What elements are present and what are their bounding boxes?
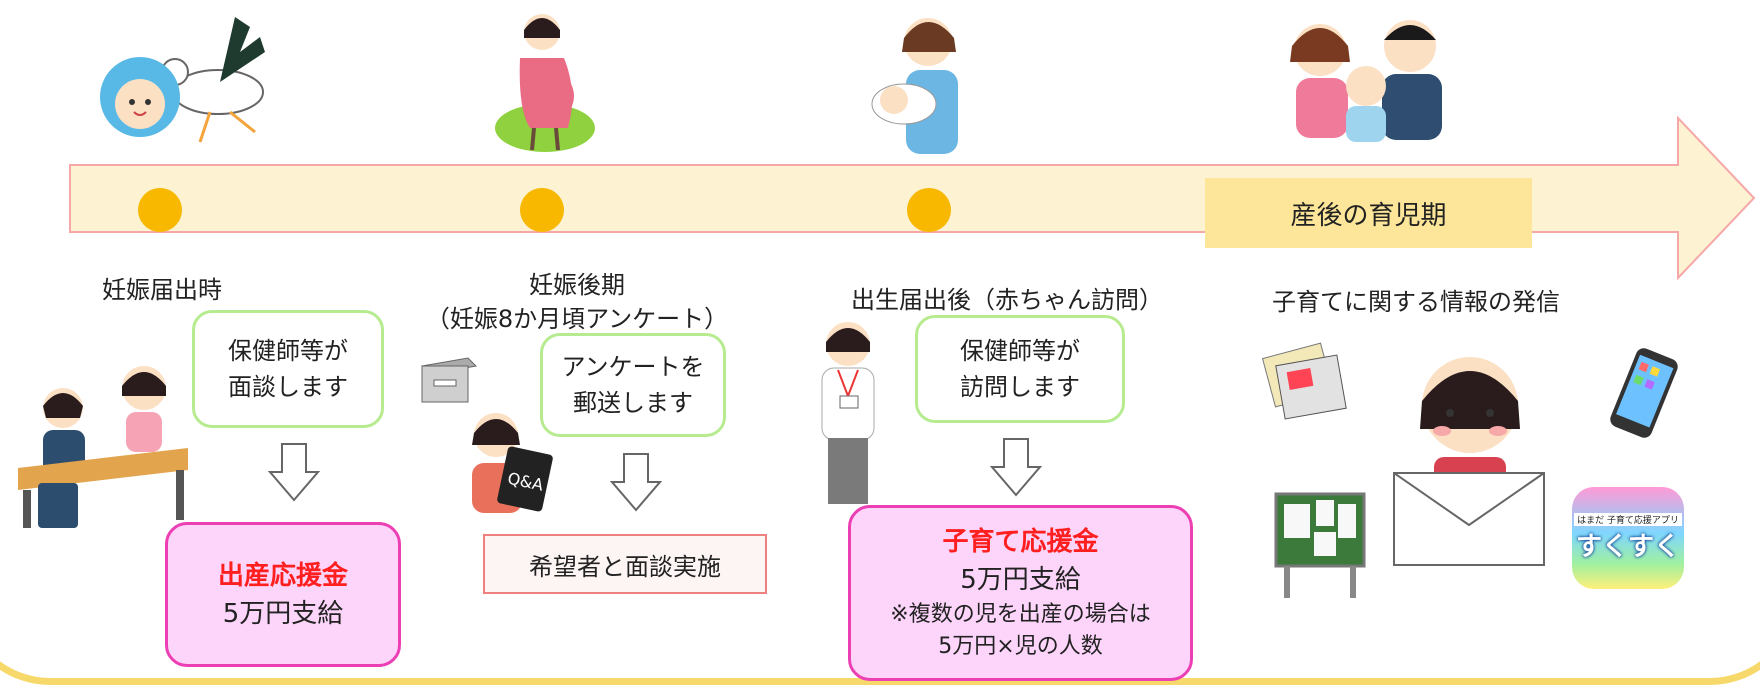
mailbox-illustration (420, 357, 478, 403)
down-arrow-icon (990, 438, 1042, 497)
stage2-label: 妊娠後期 （妊娠8か月頃アンケート） (425, 271, 729, 333)
timeline-dot-3 (907, 188, 951, 232)
bulletin-board-illustration (1274, 492, 1366, 598)
smartphone-illustration (1610, 348, 1678, 438)
interview-box: 希望者と面談実施 (483, 534, 767, 594)
newspaper-illustration (1261, 342, 1347, 420)
nurse-with-baby-illustration (871, 18, 958, 154)
down-arrow-icon (268, 443, 320, 502)
stage3-action-box: 保健師等が 訪問します (915, 315, 1125, 423)
health-worker-illustration (821, 322, 875, 504)
interview-illustration (18, 366, 188, 528)
childcare-support-box: 子育て応援金 5万円支給 ※複数の児を出産の場合は 5万円×児の人数 (848, 505, 1193, 681)
woman-with-envelope-illustration (1393, 357, 1545, 566)
stage1-action-box: 保健師等が 面談します (192, 310, 384, 428)
questionnaire-woman-illustration: Q&A (472, 413, 553, 513)
stage4-label: 子育てに関する情報の発信 (1272, 288, 1560, 316)
app-caption: はまだ 子育て応援アプリ (1574, 513, 1682, 526)
timeline-dot-1 (138, 188, 182, 232)
stage3-label: 出生届出後（赤ちゃん訪問） (851, 286, 1163, 314)
down-arrow-icon (610, 453, 662, 512)
timeline-dot-2 (520, 188, 564, 232)
stork-baby-illustration (100, 17, 265, 143)
family-illustration (1290, 20, 1442, 142)
sukusuku-app-icon: はまだ 子育て応援アプリ すくすく (1572, 487, 1684, 589)
pregnant-woman-illustration (495, 14, 595, 152)
postpartum-phase-label: 産後の育児期 (1205, 178, 1532, 248)
stage2-action-box: アンケートを 郵送します (540, 333, 726, 437)
stage1-label: 妊娠届出時 (102, 276, 222, 304)
birth-support-box: 出産応援金 5万円支給 (165, 522, 401, 667)
app-name: すくすく (1575, 532, 1680, 562)
